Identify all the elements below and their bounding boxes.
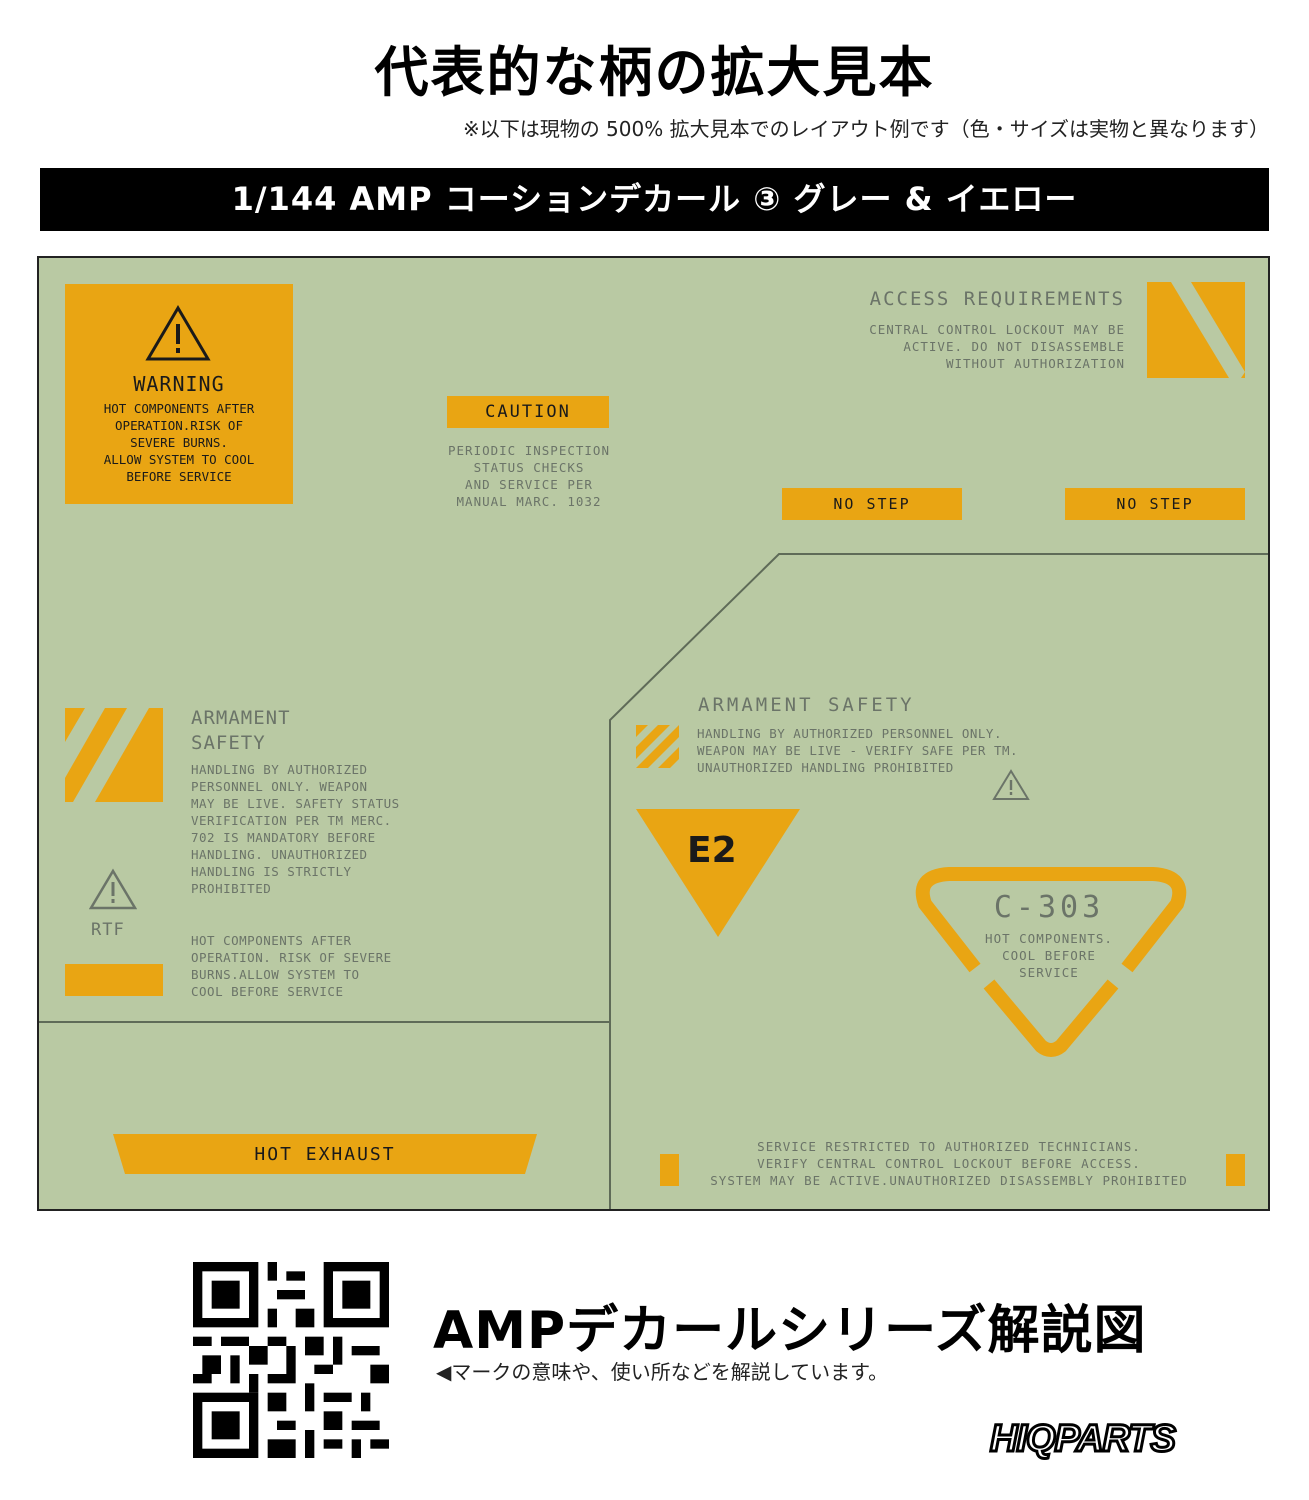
warning-text: HOT COMPONENTS AFTER OPERATION.RISK OF S… <box>103 401 255 484</box>
armament-left-title: ARMAMENT SAFETY <box>191 707 291 754</box>
no-step-1: NO STEP <box>782 488 962 520</box>
page-note: ※以下は現物の 500% 拡大見本でのレイアウト例です（色・サイズは実物と異なり… <box>462 117 1269 141</box>
page-title: 代表的な柄の拡大見本 <box>374 41 935 104</box>
hiq-parts-logo: HIQPARTS <box>989 1417 1178 1462</box>
c303-triangle-outline <box>915 867 1187 1057</box>
orange-bar-bottom-right <box>1226 1154 1245 1186</box>
hot-exhaust-label: HOT EXHAUST <box>254 1144 396 1165</box>
orange-bar-bottom-left <box>660 1154 679 1186</box>
decal-panel: WARNING HOT COMPONENTS AFTER OPERATION.R… <box>37 256 1270 1211</box>
series-title: AMPデカールシリーズ解説図 <box>433 1301 1147 1361</box>
rtf-warning-icon <box>89 868 137 910</box>
no-step-2: NO STEP <box>1065 488 1245 520</box>
hot-components-left-text: HOT COMPONENTS AFTER OPERATION. RISK OF … <box>191 933 392 999</box>
e2-label: E2 <box>687 830 737 871</box>
hazard-stripes-top-right <box>1147 282 1245 378</box>
hazard-stripes-small <box>636 725 679 768</box>
armament-right-text: HANDLING BY AUTHORIZED PERSONNEL ONLY. W… <box>697 726 1019 775</box>
armament-right-title: ARMAMENT SAFETY <box>698 694 915 716</box>
armament-left-text: HANDLING BY AUTHORIZED PERSONNEL ONLY. W… <box>191 762 400 896</box>
service-text: SERVICE RESTRICTED TO AUTHORIZED TECHNIC… <box>710 1139 1188 1188</box>
access-title: ACCESS REQUIREMENTS <box>869 288 1125 310</box>
small-warning-icon <box>992 769 1030 800</box>
hazard-stripes-left <box>65 708 163 802</box>
warning-title: WARNING <box>133 372 225 396</box>
orange-bar-left <box>65 964 163 996</box>
rtf-label: RTF <box>91 920 125 940</box>
series-subtitle: ◀マークの意味や、使い所などを解説しています。 <box>436 1360 889 1384</box>
caution-text: PERIODIC INSPECTION STATUS CHECKS AND SE… <box>448 443 610 509</box>
c303-title: C-303 <box>993 890 1105 925</box>
c303-text: HOT COMPONENTS. COOL BEFORE SERVICE <box>985 931 1113 980</box>
access-text: CENTRAL CONTROL LOCKOUT MAY BE ACTIVE. D… <box>869 322 1125 371</box>
warning-triangle-icon <box>145 305 211 361</box>
qr-code-icon[interactable] <box>193 1262 389 1458</box>
warning-decal: WARNING HOT COMPONENTS AFTER OPERATION.R… <box>65 284 293 504</box>
product-banner: 1/144 AMP コーションデカール ③ グレー & イエロー <box>40 168 1269 231</box>
hot-exhaust-plate <box>113 1134 537 1174</box>
e2-triangle <box>636 809 800 937</box>
panel-divider-lines <box>39 553 1268 1209</box>
caution-label: CAUTION <box>447 396 609 428</box>
